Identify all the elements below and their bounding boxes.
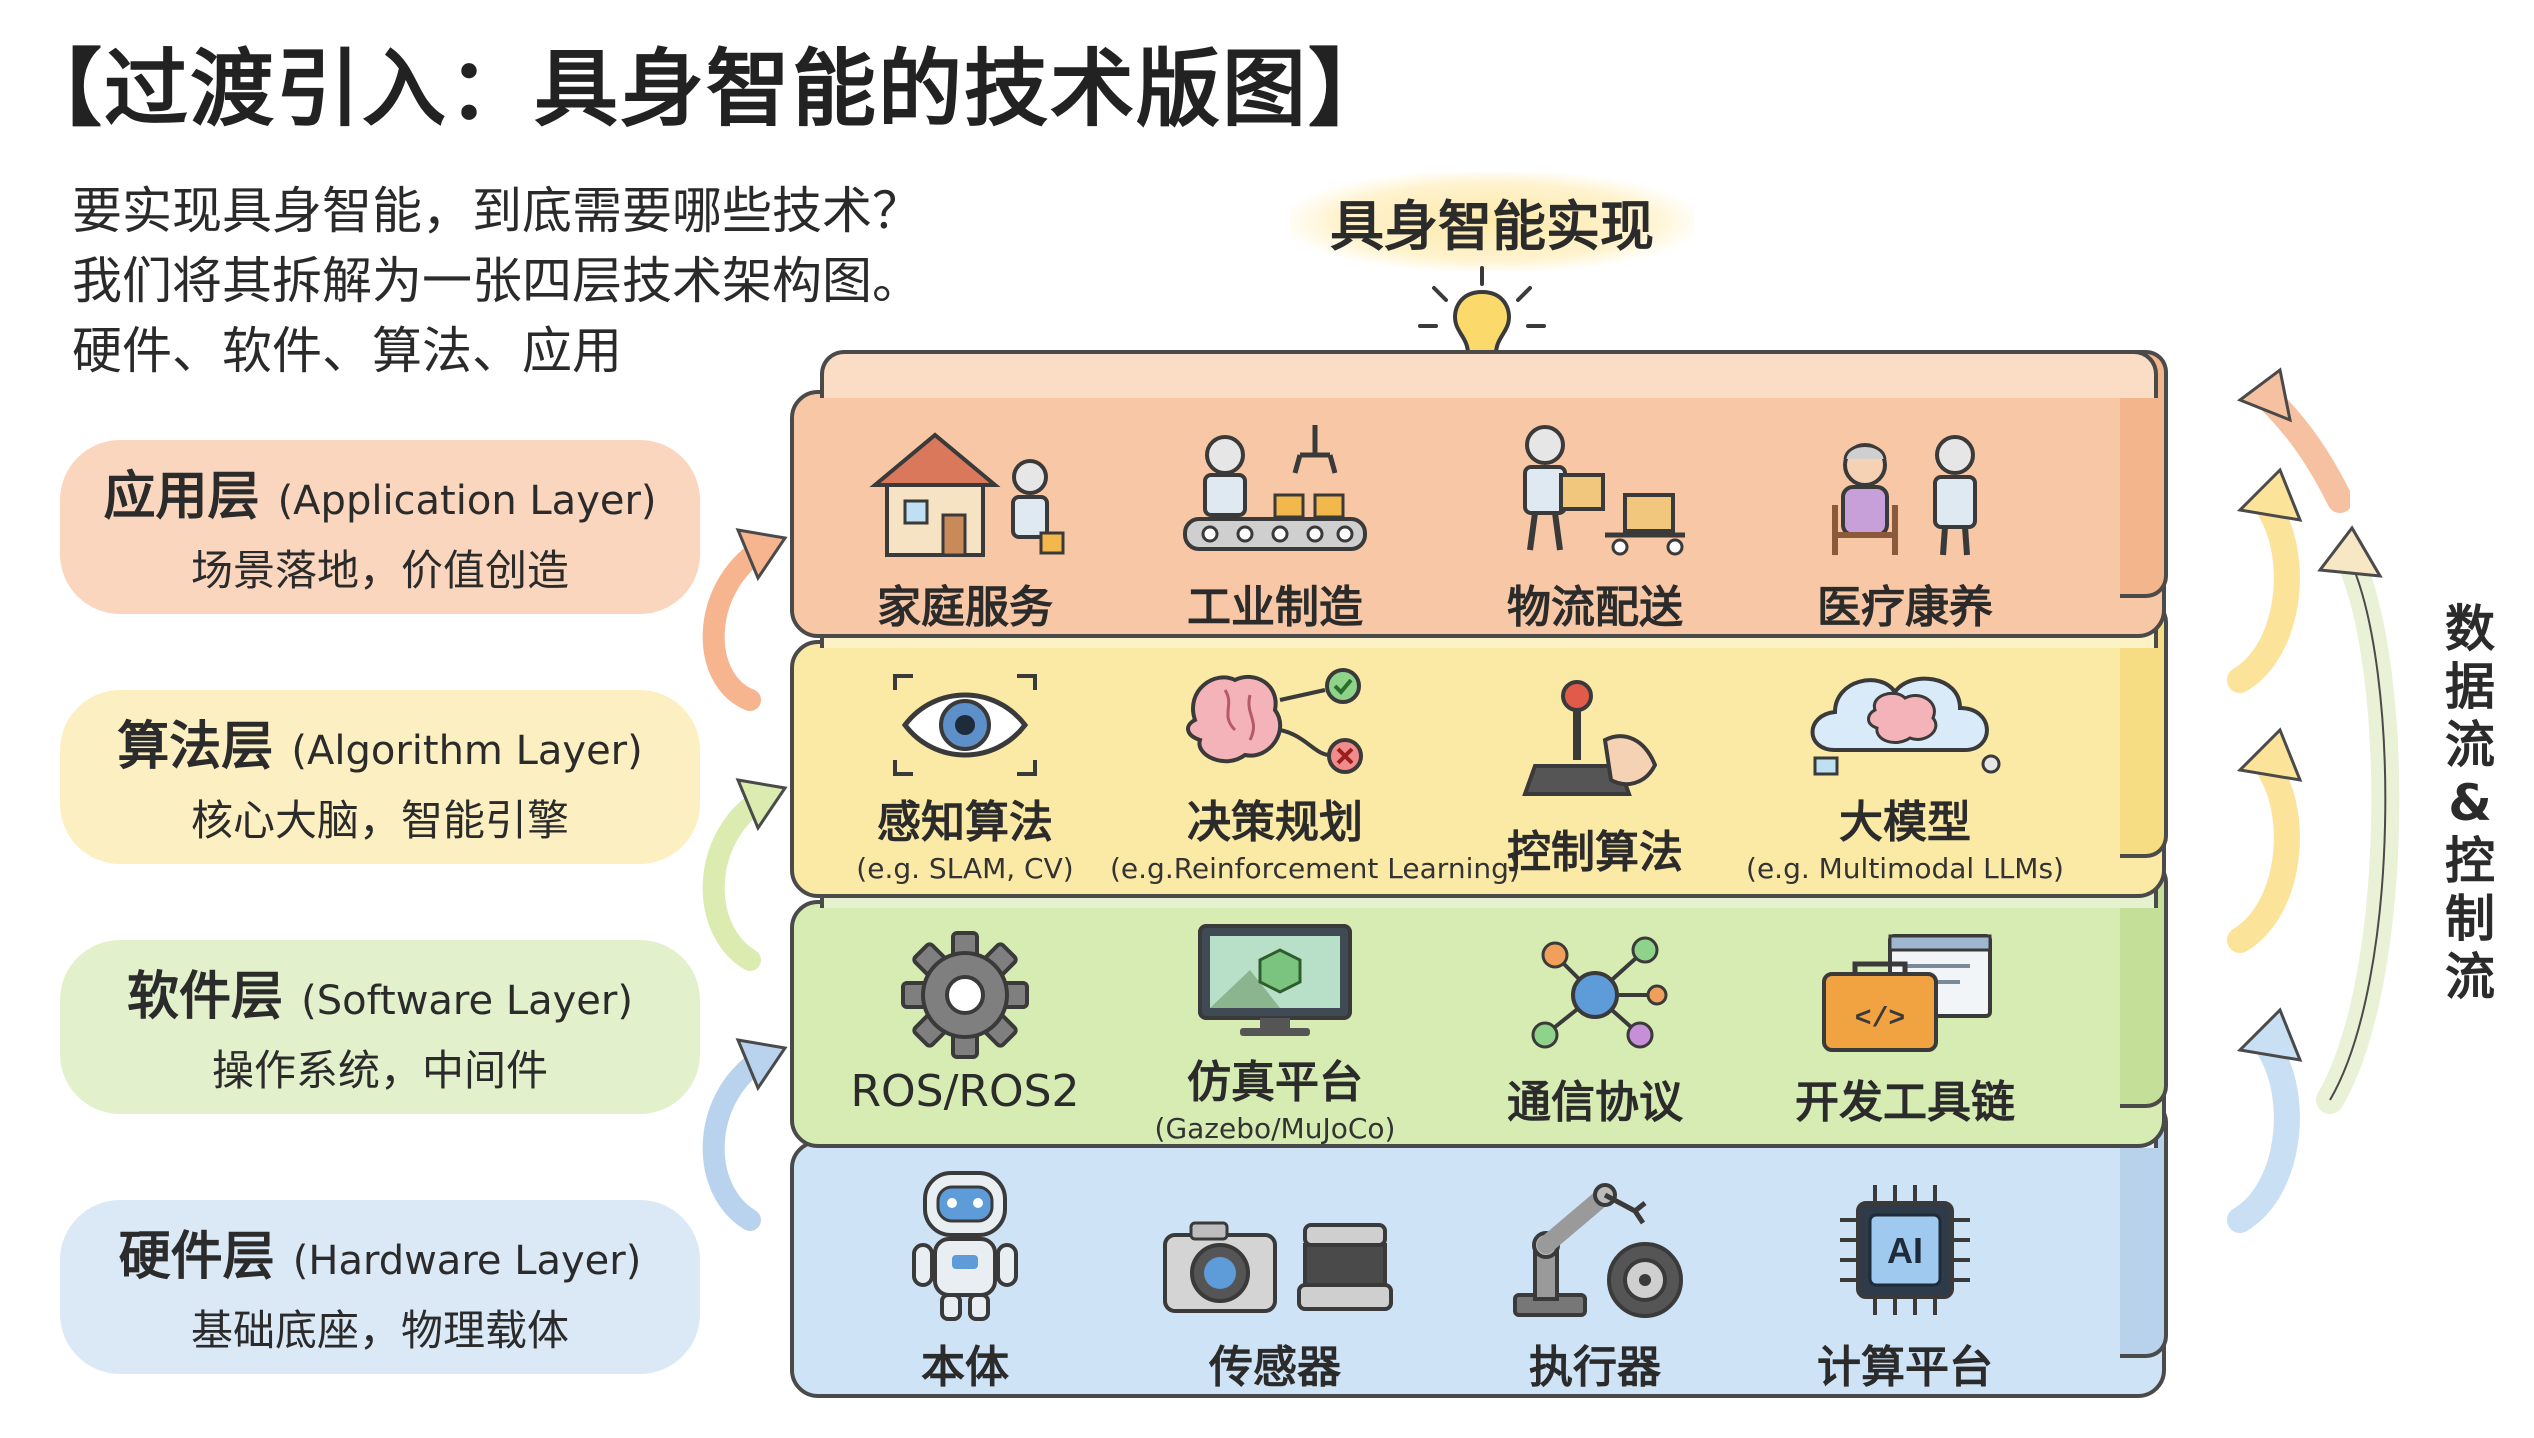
item-label: 医疗康养 xyxy=(1740,571,2070,635)
layer-name-en: (Application Layer) xyxy=(278,478,657,524)
intro-line: 硬件、软件、算法、应用 xyxy=(72,316,922,386)
layer-name-en: (Algorithm Layer) xyxy=(291,728,642,774)
joystick-icon xyxy=(1515,670,1675,810)
monitor-icon xyxy=(1190,920,1360,1040)
layer-desc: 操作系统，中间件 xyxy=(60,1037,700,1098)
algo-item-control: 控制算法 xyxy=(1430,650,1760,882)
layer-name-en: (Software Layer) xyxy=(301,978,633,1024)
item-label: 执行器 xyxy=(1430,1331,1760,1395)
app-item-logistics: 物流配送 xyxy=(1430,395,1760,635)
item-label: 计算平台 xyxy=(1740,1331,2070,1395)
item-label: 本体 xyxy=(800,1331,1130,1395)
item-label: 开发工具链 xyxy=(1740,1066,2070,1130)
side-char: 流 xyxy=(2440,948,2500,1006)
item-label: 家庭服务 xyxy=(800,571,1130,635)
chip-text: AI xyxy=(1887,1230,1923,1271)
layer-desc: 基础底座，物理载体 xyxy=(60,1297,700,1358)
hw-item-body: 本体 xyxy=(800,1160,1130,1395)
home-robot-icon xyxy=(855,415,1075,565)
side-char: 流 xyxy=(2440,716,2500,774)
algo-item-perception: 感知算法 (e.g. SLAM, CV) xyxy=(800,650,1130,885)
item-label: 通信协议 xyxy=(1430,1066,1760,1130)
hw-item-compute: AI 计算平台 xyxy=(1740,1160,2070,1395)
sw-item-toolchain: </> 开发工具链 xyxy=(1740,910,2070,1132)
left-arrows xyxy=(690,500,800,1280)
factory-robot-icon xyxy=(1165,415,1385,565)
item-label: 工业制造 xyxy=(1110,571,1440,635)
side-char: 制 xyxy=(2440,890,2500,948)
slab-top xyxy=(820,350,2158,398)
hw-item-actuator: 执行器 xyxy=(1430,1160,1760,1395)
layer-label-application: 应用层 (Application Layer) 场景落地，价值创造 xyxy=(60,440,700,614)
svg-text:</>: </> xyxy=(1855,1004,1905,1035)
ai-chip-icon: AI xyxy=(1830,1175,1980,1325)
item-label: 传感器 xyxy=(1110,1331,1440,1395)
item-sub: (e.g. SLAM, CV) xyxy=(800,852,1130,885)
app-item-home: 家庭服务 xyxy=(800,395,1130,635)
page-title: 【过渡引入：具身智能的技术版图】 xyxy=(18,22,1394,143)
brain-decision-icon xyxy=(1165,660,1385,780)
sw-item-sim: 仿真平台 (Gazebo/MuJoCo) xyxy=(1110,910,1440,1145)
item-label: ROS/ROS2 xyxy=(800,1066,1130,1117)
delivery-robot-icon xyxy=(1485,415,1705,565)
toolbox-icon: </> xyxy=(1810,930,2000,1060)
camera-sensor-icon xyxy=(1155,1205,1395,1325)
algo-item-llm: 大模型 (e.g. Multimodal LLMs) xyxy=(1740,650,2070,885)
network-icon xyxy=(1520,930,1670,1060)
item-label: 决策规划 xyxy=(1110,786,1440,850)
robot-body-icon xyxy=(900,1165,1030,1325)
side-char: & xyxy=(2440,774,2500,832)
item-label: 仿真平台 xyxy=(1110,1046,1440,1110)
side-char: 据 xyxy=(2440,658,2500,716)
gear-icon xyxy=(900,930,1030,1060)
layer-name: 软件层 xyxy=(127,967,283,1027)
goal-label: 具身智能实现 xyxy=(1290,172,1694,271)
layer-desc: 场景落地，价值创造 xyxy=(60,537,700,598)
layer-name: 算法层 xyxy=(117,717,273,777)
eye-icon xyxy=(885,670,1045,780)
side-char: 控 xyxy=(2440,832,2500,890)
sw-item-ros: ROS/ROS2 xyxy=(800,910,1130,1119)
layer-name: 硬件层 xyxy=(119,1227,275,1287)
algo-item-decision: 决策规划 (e.g.Reinforcement Learning) xyxy=(1110,650,1440,885)
cloud-brain-icon xyxy=(1795,660,2015,780)
layer-desc: 核心大脑，智能引擎 xyxy=(60,787,700,848)
hw-item-sensor: 传感器 xyxy=(1110,1160,1440,1395)
item-sub: (Gazebo/MuJoCo) xyxy=(1110,1112,1440,1145)
robot-arm-icon xyxy=(1495,1175,1695,1325)
item-label: 控制算法 xyxy=(1430,816,1760,880)
layer-label-algorithm: 算法层 (Algorithm Layer) 核心大脑，智能引擎 xyxy=(60,690,700,864)
side-char: 数 xyxy=(2440,600,2500,658)
side-flow-text: 数 据 流 & 控 制 流 xyxy=(2440,600,2500,1006)
item-sub: (e.g.Reinforcement Learning) xyxy=(1110,852,1440,885)
sw-item-comm: 通信协议 xyxy=(1430,910,1760,1132)
item-label: 大模型 xyxy=(1740,786,2070,850)
item-label: 感知算法 xyxy=(800,786,1130,850)
data-flow-arrow xyxy=(2290,520,2400,1120)
layer-label-software: 软件层 (Software Layer) 操作系统，中间件 xyxy=(60,940,700,1114)
layer-name: 应用层 xyxy=(103,467,259,527)
intro-line: 要实现具身智能，到底需要哪些技术？ xyxy=(72,176,922,246)
item-label: 物流配送 xyxy=(1430,571,1760,635)
intro-text: 要实现具身智能，到底需要哪些技术？ 我们将其拆解为一张四层技术架构图。 硬件、软… xyxy=(72,176,922,386)
layer-name-en: (Hardware Layer) xyxy=(293,1238,642,1284)
app-item-industry: 工业制造 xyxy=(1110,395,1440,635)
app-item-care: 医疗康养 xyxy=(1740,395,2070,635)
intro-line: 我们将其拆解为一张四层技术架构图。 xyxy=(72,246,922,316)
care-robot-icon xyxy=(1795,415,2015,565)
item-sub: (e.g. Multimodal LLMs) xyxy=(1740,852,2070,885)
layer-label-hardware: 硬件层 (Hardware Layer) 基础底座，物理载体 xyxy=(60,1200,700,1374)
